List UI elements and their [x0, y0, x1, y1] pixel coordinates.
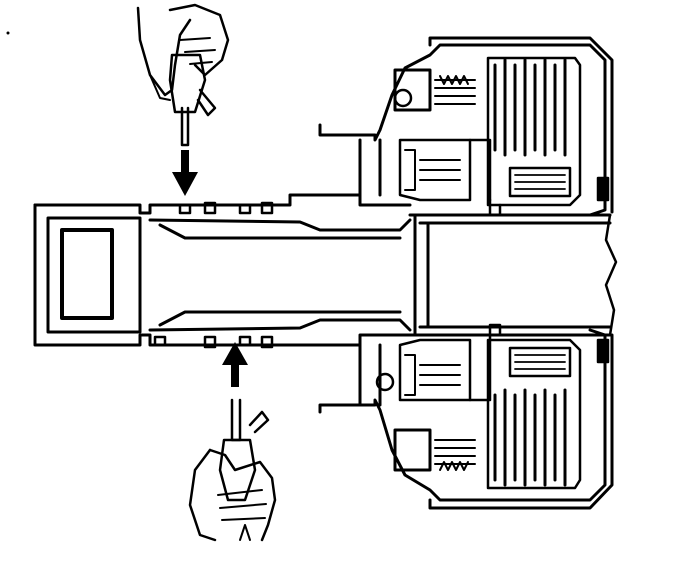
input-shaft: [33, 193, 618, 347]
air-nozzle-icon: [136, 3, 230, 147]
arrow-down-icon: [172, 150, 198, 196]
shaft-oil-holes: [153, 201, 274, 349]
stray-mark: [6, 31, 10, 35]
air-nozzle-icon: [188, 398, 277, 542]
clutch-housing-upper: [318, 36, 614, 217]
arrow-up-icon: [222, 342, 248, 387]
clutch-housing-lower: [318, 323, 614, 510]
